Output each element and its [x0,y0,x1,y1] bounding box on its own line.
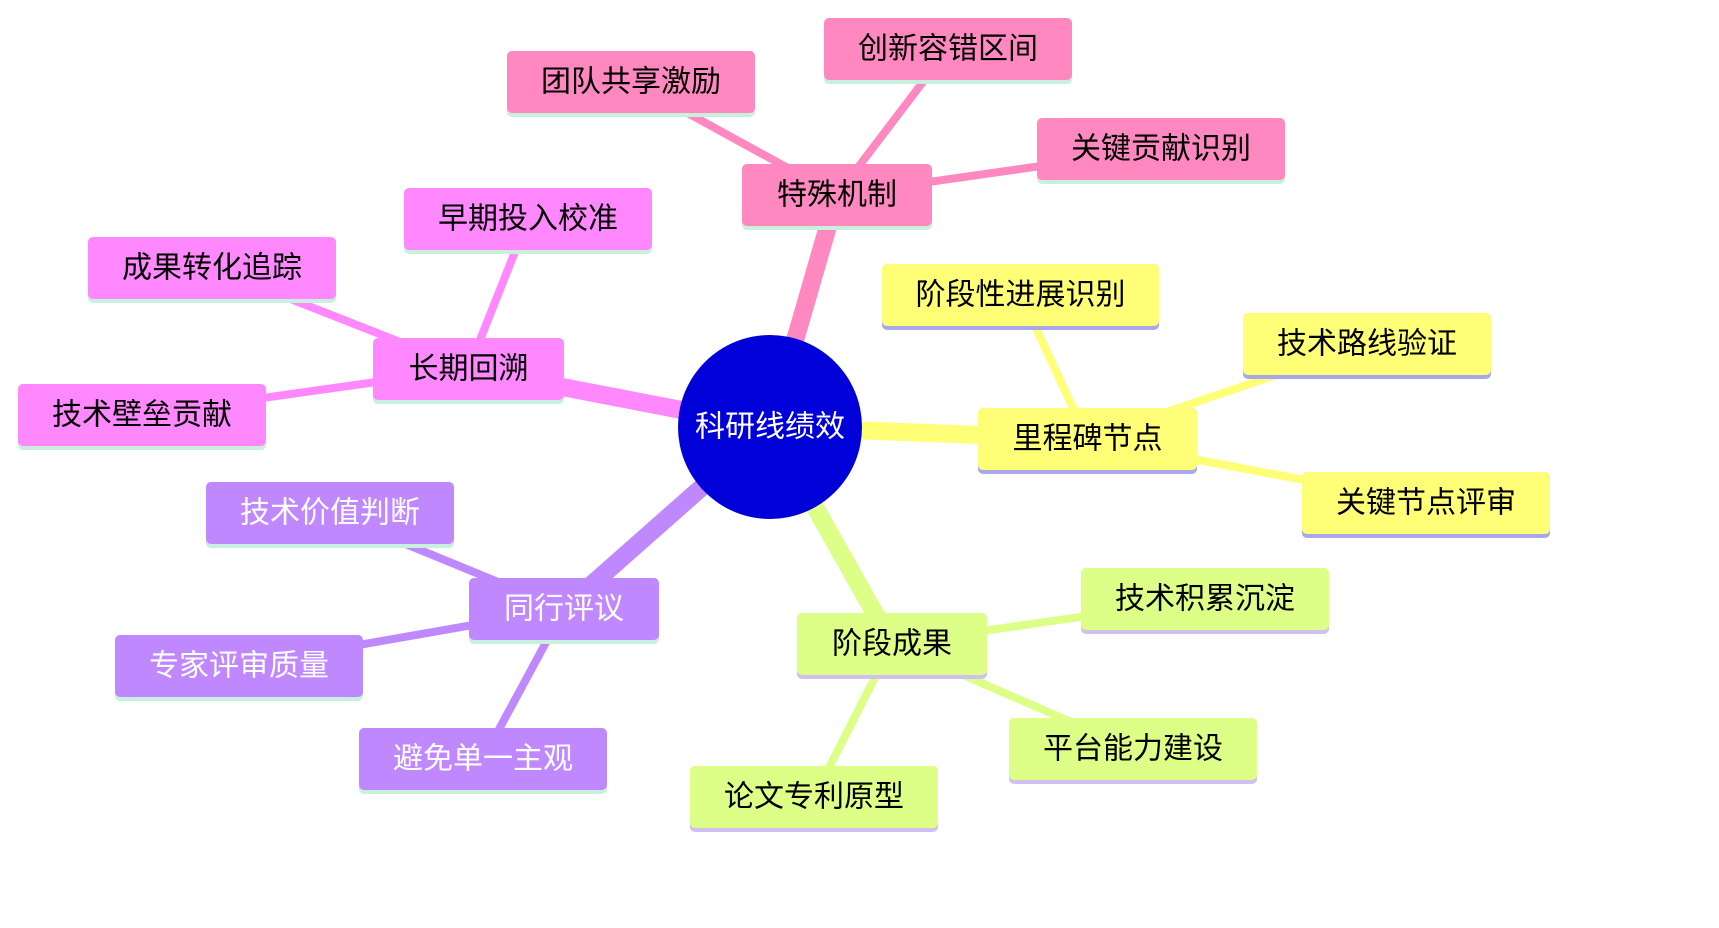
branch-5-child-2-node[interactable]: 平台能力建设 [1009,718,1257,784]
branch-5-child-1-node-box [1081,568,1329,630]
branch-1-child-3-node[interactable]: 关键贡献识别 [1037,118,1285,184]
branch-4-child-2-node[interactable]: 专家评审质量 [115,635,363,701]
branch-5-child-3-node-label: 论文专利原型 [724,780,904,815]
branch-5-node[interactable]: 阶段成果 [797,613,987,679]
branch-2-child-3-node-box [18,384,266,446]
branch-3-child-3-node[interactable]: 关键节点评审 [1302,472,1550,538]
branch-2-child-1-node-box [404,188,652,250]
center-node[interactable]: 科研线绩效 [678,335,862,519]
branch-5-child-3-node-box [690,766,938,828]
branch-2-child-2-node-label: 成果转化追踪 [122,251,302,286]
branch-5-child-2-node-box [1009,718,1257,780]
branch-1-child-3-node-box [1037,118,1285,180]
branch-3-child-1-node-label: 阶段性进展识别 [916,278,1126,313]
branch-5-node-label: 阶段成果 [832,627,952,662]
branch-2-node[interactable]: 长期回溯 [373,338,564,404]
branch-2-child-3-node-label: 技术壁垒贡献 [52,398,232,433]
branch-4-child-1-node[interactable]: 技术价值判断 [206,482,454,548]
branch-3-child-3-node-box [1302,472,1550,534]
branch-3-child-2-node[interactable]: 技术路线验证 [1243,313,1491,379]
branch-2-node-box [373,338,564,400]
branch-3-node-box [978,408,1197,470]
branch-2-child-2-node[interactable]: 成果转化追踪 [88,237,336,303]
branch-4-child-3-node[interactable]: 避免单一主观 [359,728,607,794]
center-circle [678,335,862,519]
branch-1-node-label: 特殊机制 [777,178,897,213]
branch-3-child-3-node-label: 关键节点评审 [1336,486,1516,521]
branch-1-child-2-node-label: 创新容错区间 [858,32,1038,67]
branch-2-child-2-node-box [88,237,336,299]
branch-1-child-1-node[interactable]: 团队共享激励 [507,51,755,117]
branch-4-child-3-node-label: 避免单一主观 [393,742,573,777]
branch-3-node-label: 里程碑节点 [1013,422,1163,457]
branch-3-child-2-node-box [1243,313,1491,375]
branch-1-node[interactable]: 特殊机制 [742,164,932,230]
branch-5-child-2-node-label: 平台能力建设 [1043,732,1223,767]
branch-3-child-1-node[interactable]: 阶段性进展识别 [882,264,1159,330]
branch-5-node-box [797,613,987,675]
branch-1-child-2-node-box [824,18,1072,80]
branch-4-node[interactable]: 同行评议 [469,578,659,644]
center-label: 科研线绩效 [695,410,845,445]
branch-1-node-box [742,164,932,226]
branch-5-child-3-node[interactable]: 论文专利原型 [690,766,938,832]
branch-3-node[interactable]: 里程碑节点 [978,408,1197,474]
branch-4-child-2-node-box [115,635,363,697]
branch-2-child-1-node[interactable]: 早期投入校准 [404,188,652,254]
branch-4-child-1-node-box [206,482,454,544]
branch-2-node-label: 长期回溯 [409,352,529,387]
branch-1-child-1-node-box [507,51,755,113]
branch-1-child-3-node-label: 关键贡献识别 [1071,132,1251,167]
branch-4-node-box [469,578,659,640]
branch-4-child-2-node-label: 专家评审质量 [149,649,329,684]
branch-5-child-1-node[interactable]: 技术积累沉淀 [1081,568,1329,634]
branch-3-child-2-node-label: 技术路线验证 [1277,327,1457,362]
branch-4-child-3-node-box [359,728,607,790]
branch-1-child-2-node[interactable]: 创新容错区间 [824,18,1072,84]
branch-2-child-3-node[interactable]: 技术壁垒贡献 [18,384,266,450]
branch-4-child-1-node-label: 技术价值判断 [240,496,420,531]
branch-3-child-1-node-box [882,264,1159,326]
branch-1-child-1-node-label: 团队共享激励 [541,65,721,100]
branch-5-child-1-node-label: 技术积累沉淀 [1115,582,1295,617]
branch-2-child-1-node-label: 早期投入校准 [438,202,618,237]
branch-4-node-label: 同行评议 [504,592,624,627]
